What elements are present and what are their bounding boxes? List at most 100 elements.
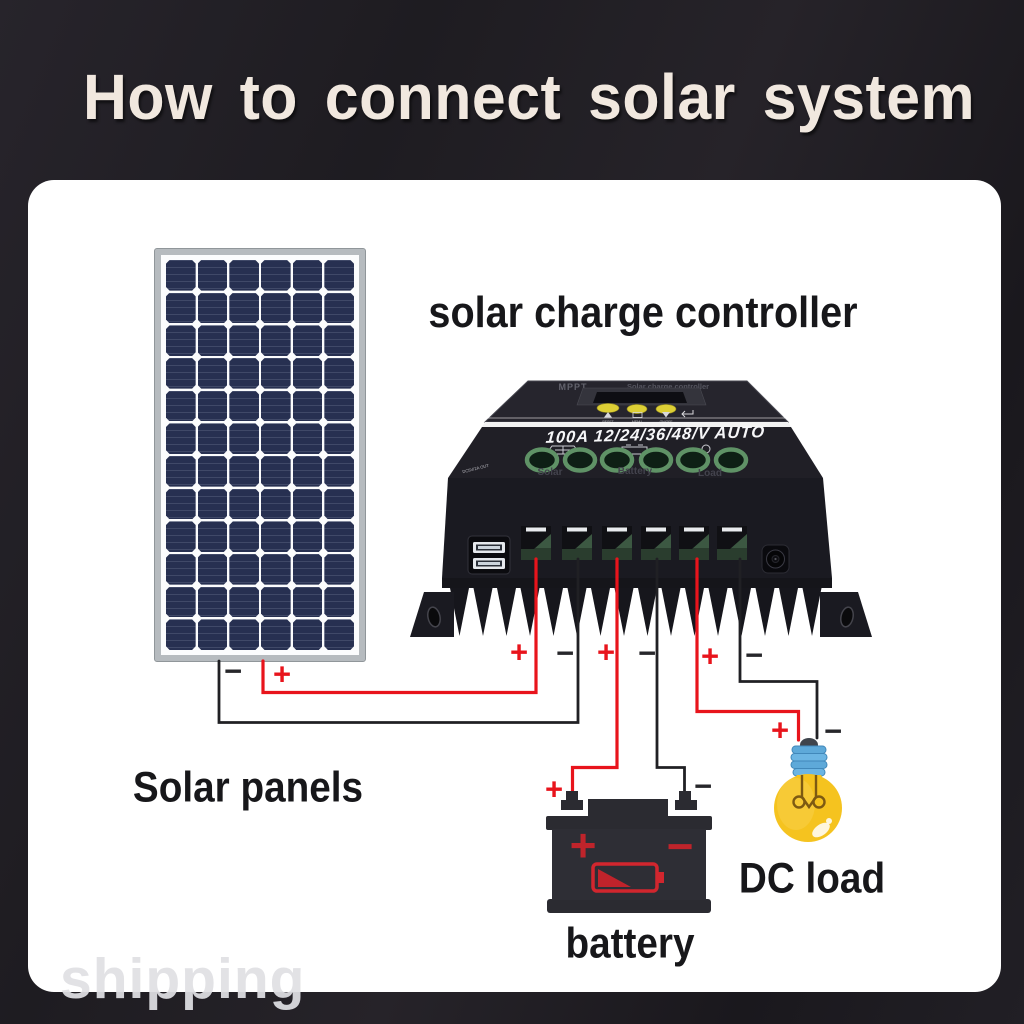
- terminal3-plus-mark: +: [596, 634, 616, 670]
- battery-case-minus-mark: −: [666, 820, 694, 872]
- solar-cell: [260, 390, 291, 422]
- heatsink-fin: [497, 588, 516, 636]
- bulb-filament: [792, 775, 826, 810]
- menu-button: [626, 404, 648, 414]
- terminal-block: [717, 526, 747, 560]
- solar-cell: [260, 423, 291, 454]
- solar-cell: [260, 292, 291, 324]
- controller-brand-subtitle: Solar charge controller: [627, 382, 709, 391]
- watermark: shipping: [60, 947, 306, 1011]
- solar-cell: [324, 357, 354, 389]
- solar-cell: [197, 390, 228, 422]
- heatsink-fin: [567, 588, 587, 636]
- dc-load-label: DC load: [738, 854, 886, 903]
- solar-cell: [292, 586, 323, 618]
- bulb-highlight: [812, 822, 830, 838]
- solar-cell: [166, 292, 196, 324]
- solar-cell: [292, 325, 323, 356]
- solar-cell: [260, 521, 291, 552]
- solar-cell: [292, 292, 323, 324]
- heatsink-fin: [732, 588, 751, 636]
- solar-cell: [166, 619, 196, 650]
- terminal6-minus-mark: −: [744, 637, 764, 673]
- solar-cell: [229, 455, 259, 487]
- solar-cell: [197, 357, 228, 389]
- solar-cell: [260, 260, 291, 291]
- solar-cell: [166, 553, 196, 585]
- solar-cell: [324, 488, 354, 520]
- solar-cell: [229, 260, 259, 291]
- solar-cell: [229, 325, 259, 356]
- battery-case-plus-mark: +: [569, 819, 597, 871]
- solar-cell: [292, 553, 323, 585]
- solar-cell: [166, 488, 196, 520]
- battery-positive-post: [566, 791, 578, 801]
- terminal-block: [641, 526, 671, 560]
- solar-cell: [166, 521, 196, 552]
- terminal-block: [602, 526, 632, 560]
- down-arrow-icon: [662, 412, 670, 418]
- heatsink-fin: [473, 588, 493, 636]
- battery-illustration: [546, 791, 712, 913]
- load-plus-mark: +: [770, 712, 790, 748]
- heatsink-fin: [661, 588, 681, 636]
- solar-panels-label: Solar panels: [132, 763, 364, 812]
- charge-level-icon: [591, 862, 664, 893]
- heatsink-fin: [544, 588, 563, 636]
- port-group-labels: Solar Battery Load: [537, 466, 721, 479]
- solar-cell: [166, 260, 196, 291]
- usb-ports: [467, 535, 511, 575]
- solar-cell: [324, 553, 354, 585]
- charge-controller-illustration: MPPT Solar charge controller RESET MENU …: [410, 380, 872, 637]
- solar-cell: [197, 488, 228, 520]
- load-minus-mark: −: [823, 713, 843, 749]
- solar-cell: [324, 619, 354, 650]
- solar-cell: [229, 488, 259, 520]
- solar-cell: [229, 357, 259, 389]
- solar-cell: [197, 260, 228, 291]
- controller-heading: solar charge controller: [428, 288, 858, 337]
- stripe: [482, 422, 791, 427]
- battery-label: battery: [565, 919, 695, 968]
- dc-jack: [761, 544, 790, 574]
- solar-cell: [260, 619, 291, 650]
- solar-cell: [197, 325, 228, 356]
- page-title: How to connect solar system: [82, 61, 976, 133]
- reset-button: [596, 403, 620, 413]
- light-bulb-illustration: [774, 738, 842, 842]
- solar-cell: [324, 325, 354, 356]
- solar-cell: [229, 521, 259, 552]
- solar-cell: [260, 488, 291, 520]
- solar-cell: [166, 586, 196, 618]
- terminal4-minus-mark: −: [637, 635, 657, 671]
- solar-cell: [229, 390, 259, 422]
- solar-cell: [166, 390, 196, 422]
- terminal5-plus-mark: +: [700, 638, 720, 674]
- battery-plus-mark: +: [544, 771, 564, 807]
- heatsink-band: [442, 578, 832, 588]
- battery-bottom-bar: [547, 899, 711, 913]
- solar-cell: [324, 455, 354, 487]
- heatsink-fin: [638, 588, 657, 636]
- heatsink-fins: [450, 588, 822, 636]
- heatsink-fin: [802, 588, 822, 636]
- solar-cell: [166, 325, 196, 356]
- solar-cell: [166, 423, 196, 454]
- battery-top-bar: [546, 816, 712, 830]
- lcd-screen: [593, 392, 687, 403]
- solar-cell: [260, 553, 291, 585]
- solar-cell: [292, 390, 323, 422]
- solar-plus-mark: +: [272, 656, 292, 692]
- solar-cell: [292, 260, 323, 291]
- usb-output-label: DC5V/2A OUT: [462, 463, 490, 475]
- terminal-blocks: [521, 526, 747, 560]
- heatsink-fin: [520, 588, 540, 636]
- terminal2-minus-mark: −: [555, 635, 575, 671]
- solar-port-label: Solar: [537, 467, 562, 478]
- solar-cell: [292, 488, 323, 520]
- solar-cell: [197, 619, 228, 650]
- solar-cell: [197, 423, 228, 454]
- solar-cell: [229, 553, 259, 585]
- solar-cell: [292, 619, 323, 650]
